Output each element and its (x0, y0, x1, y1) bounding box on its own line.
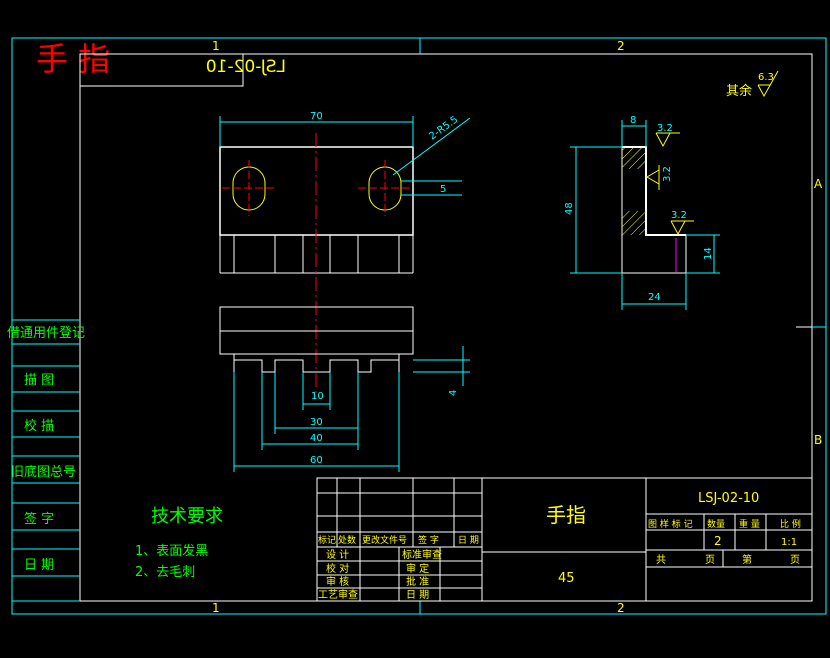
rev-date: 日 期 (458, 535, 479, 546)
left-cell-1: 描 图 (24, 373, 54, 388)
dim-4: 4 (448, 390, 459, 396)
tech-item-2: 2、去毛刺 (135, 565, 195, 580)
dim-8: 8 (630, 115, 636, 126)
header-quantity: 数量 (707, 518, 725, 530)
left-registration-column: 借通用件登记 描 图 校 描 旧底图总号 签 字 日 期 (7, 319, 85, 602)
scale-value: 1:1 (781, 537, 797, 548)
left-cell-0: 借通用件登记 (7, 326, 85, 341)
dim-48: 48 (564, 202, 575, 215)
front-view: 60 40 30 10 4 (219, 306, 470, 472)
roughness-bottom: 3.2 (671, 210, 687, 221)
left-cell-2: 校 描 (24, 418, 54, 434)
left-cell-3: 旧底图总号 (11, 464, 76, 480)
sig-std-review: 标准审查 (402, 548, 442, 561)
surface-finish-value: 6.3 (758, 72, 774, 83)
sheet-current-unit: 页 (790, 554, 800, 566)
roughness-main-icon (757, 70, 779, 98)
header-marking: 图 样 标 记 (648, 518, 693, 530)
top-view: 70 2-R5.5 5 (219, 111, 471, 395)
stamp-title: 手 指 (36, 40, 110, 78)
dim-40: 40 (310, 433, 323, 444)
rev-mark: 标记 (318, 534, 336, 546)
title-block: 手指 45 LSJ-02-10 图 样 标 记 数量 重 量 比 例 2 1:1… (316, 477, 813, 602)
zone-bottom-2: 2 (617, 601, 625, 615)
left-cell-4: 签 字 (24, 511, 54, 527)
tech-heading: 技术要求 (151, 506, 223, 527)
quantity-value: 2 (714, 534, 722, 548)
mirror-drawing-number: LSJ-02-10 (206, 57, 286, 77)
sig-approve: 批 准 (406, 575, 429, 588)
dim-70: 70 (310, 111, 323, 122)
tech-item-1: 1、表面发黑 (135, 543, 208, 559)
mirror-label-box (79, 53, 244, 87)
drawing-number: LSJ-02-10 (698, 491, 759, 506)
sig-process: 工艺审查 (318, 588, 358, 601)
dim-60: 60 (310, 455, 323, 466)
sig-proof: 校 对 (326, 562, 349, 575)
left-cell-5: 日 期 (24, 558, 54, 573)
rev-doc: 更改文件号 (362, 534, 407, 546)
sheet-total-unit: 页 (705, 554, 715, 566)
roughness-top-icon (655, 132, 671, 148)
part-name: 手指 (546, 503, 586, 527)
sig-approve-review: 审 定 (406, 562, 429, 575)
zone-top-1: 1 (212, 39, 220, 53)
header-weight: 重 量 (739, 518, 760, 530)
header-scale: 比 例 (780, 518, 801, 530)
rev-sign: 签 字 (418, 534, 439, 546)
dim-5: 5 (440, 184, 446, 195)
dim-30: 30 (310, 417, 323, 428)
roughness-side-icon (646, 169, 660, 185)
roughness-side: 3.2 (662, 166, 673, 182)
sheet-current-label: 第 (742, 553, 752, 566)
outer-frame (11, 37, 827, 615)
sheet-total-label: 共 (656, 554, 666, 566)
rev-count: 处数 (338, 534, 356, 546)
zone-right-b: B (814, 433, 822, 447)
sig-design: 设 计 (326, 548, 349, 561)
material: 45 (558, 571, 575, 586)
roughness-top: 3.2 (657, 123, 673, 134)
side-view: 8 48 14 24 3.2 3.2 3.2 (564, 115, 720, 310)
zone-top-2: 2 (617, 39, 625, 53)
roughness-bottom-icon (670, 220, 686, 236)
sig-audit: 审 核 (326, 575, 349, 588)
sig-date: 日 期 (406, 589, 429, 601)
dim-14: 14 (703, 247, 714, 260)
dim-24: 24 (648, 292, 661, 303)
surface-finish-label: 其余 (726, 83, 752, 99)
zone-bottom-1: 1 (212, 601, 220, 615)
zone-right-a: A (814, 177, 823, 191)
dim-10: 10 (311, 391, 324, 402)
